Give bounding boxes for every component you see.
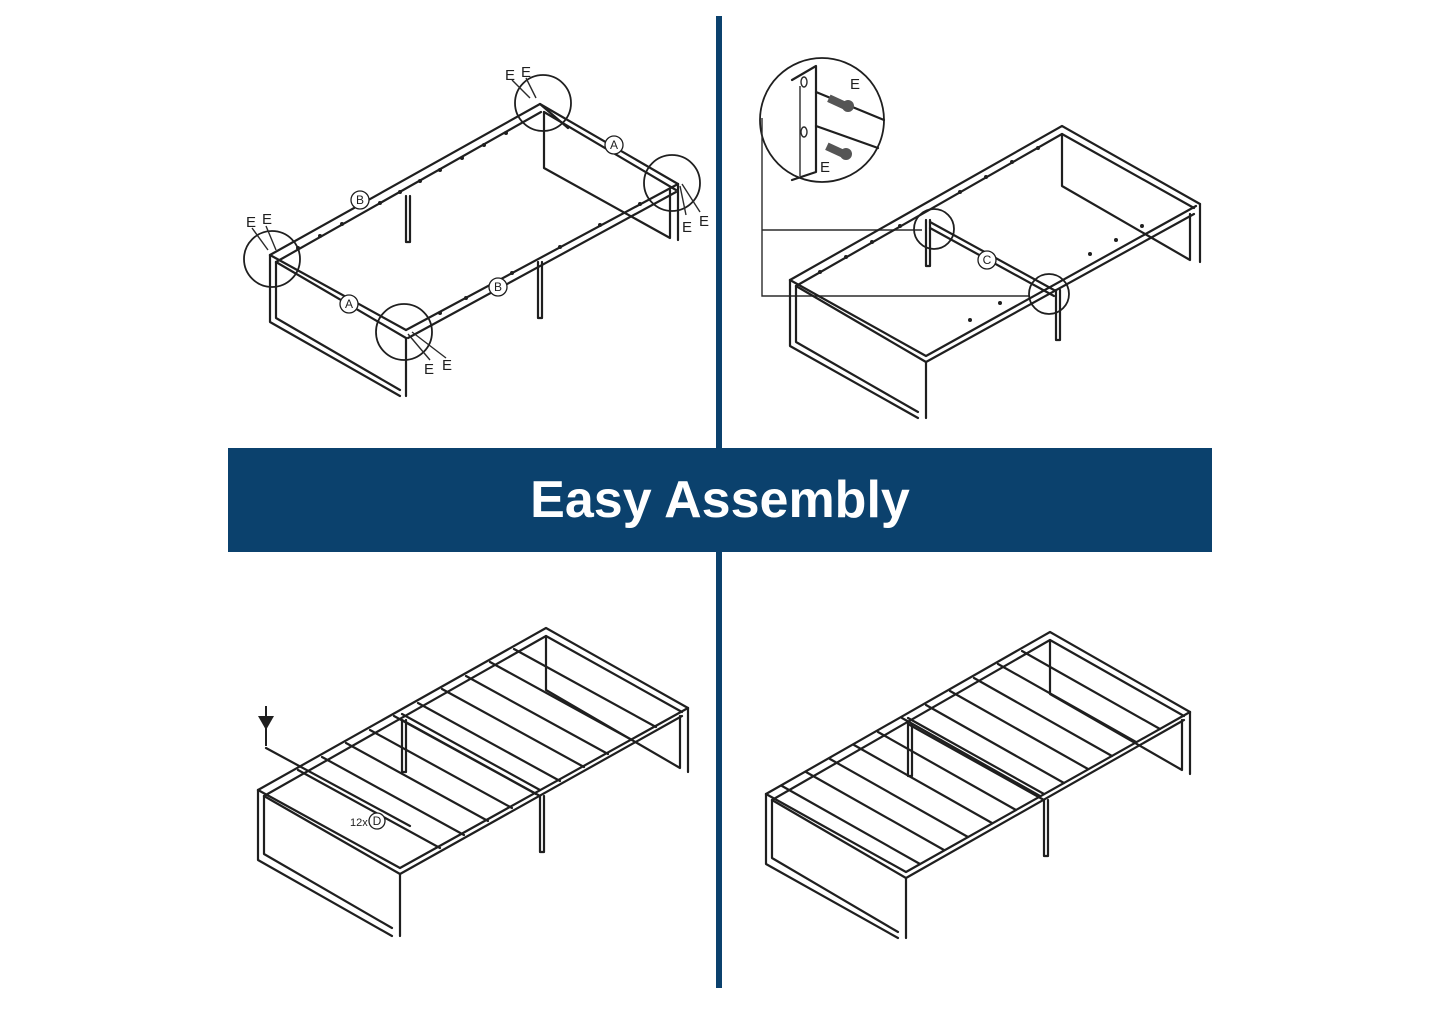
callout-circle-left — [243, 230, 301, 288]
callout-label-e-1: E — [505, 67, 515, 84]
detail-label-e-1: E — [850, 76, 860, 93]
part-tag-a-top: A — [604, 135, 624, 155]
step1-frame-diagram: E E E E E E E E A A B B — [243, 64, 709, 398]
callout-circle-top — [514, 74, 572, 132]
detail-label-e-2: E — [820, 159, 830, 176]
slat-quantity: 12x — [350, 817, 368, 829]
step3-slats-diagram: 12x D — [256, 626, 690, 938]
callout-circle-right — [643, 154, 701, 212]
title-banner — [228, 448, 1212, 552]
svg-text:B: B — [356, 193, 364, 207]
banner-title: Easy Assembly — [530, 471, 910, 529]
svg-text:A: A — [345, 297, 353, 311]
bracket-detail — [790, 64, 886, 182]
part-tag-a-bottom: A — [339, 294, 359, 314]
rail-holes — [818, 146, 1144, 322]
joint-circle-lower — [1028, 273, 1070, 315]
part-tag-c: C — [977, 250, 997, 270]
part-tag-b-top: B — [350, 190, 370, 210]
step2-frame-diagram: E E — [759, 57, 1202, 420]
callout-label-e-5: E — [246, 214, 256, 231]
callout-label-e-4: E — [699, 213, 709, 230]
callout-label-e-6: E — [262, 211, 272, 228]
svg-text:C: C — [983, 253, 992, 267]
callout-label-e-3: E — [682, 219, 692, 236]
part-tag-b-bottom: B — [488, 277, 508, 297]
down-arrow-icon — [258, 706, 274, 746]
svg-text:D: D — [373, 814, 382, 828]
step4-completed-frame — [764, 630, 1192, 940]
part-tag-d: D — [368, 812, 386, 830]
rail-holes — [296, 131, 642, 315]
callout-label-e-8: E — [442, 357, 452, 374]
slats — [296, 647, 658, 850]
bolt-icon — [825, 94, 854, 160]
callout-label-e-2: E — [521, 64, 531, 81]
svg-text:B: B — [494, 280, 502, 294]
svg-text:A: A — [610, 138, 618, 152]
slats — [780, 649, 1162, 866]
callout-label-e-7: E — [424, 361, 434, 378]
joint-circle-upper — [913, 208, 955, 250]
callout-circle-bottom — [375, 303, 433, 361]
